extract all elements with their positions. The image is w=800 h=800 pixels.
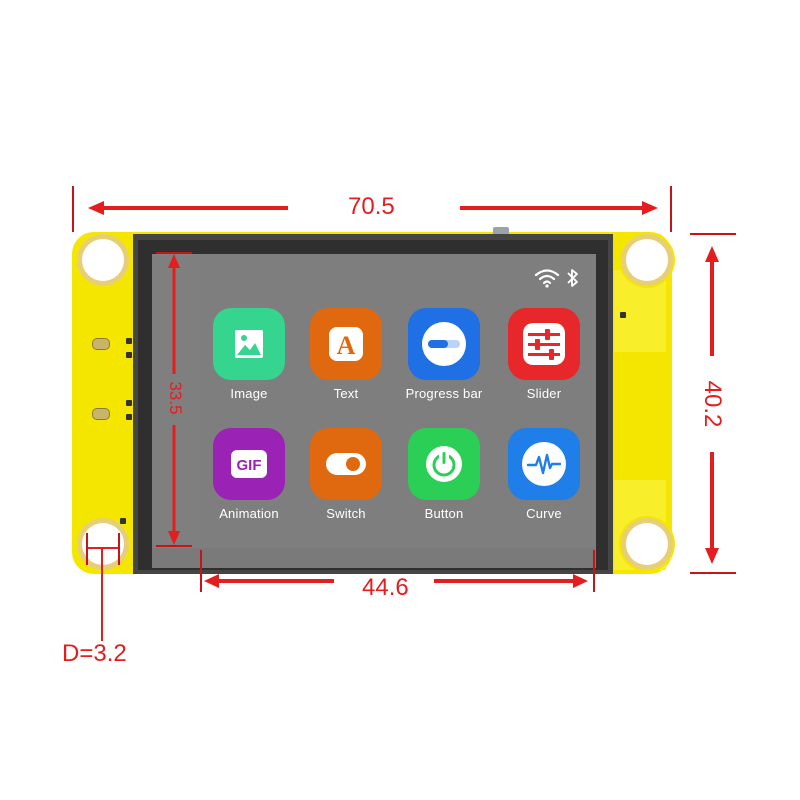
switch-icon: [310, 428, 382, 500]
screen-left-area: [152, 254, 200, 548]
app-animation[interactable]: GIF Animation: [199, 428, 299, 521]
solder-pad: [92, 338, 110, 350]
svg-text:GIF: GIF: [237, 457, 262, 474]
app-switch[interactable]: Switch: [296, 428, 396, 521]
app-label: Animation: [219, 506, 279, 521]
dimension-arrow: [204, 574, 334, 588]
pcb-stripe: [614, 270, 666, 352]
wifi-icon: [534, 269, 560, 288]
dimension-tick: [690, 233, 736, 235]
dimension-tick: [72, 186, 74, 232]
dimension-arrow: [705, 452, 719, 564]
dimension-tick: [118, 533, 120, 565]
mounting-hole: [82, 523, 124, 565]
dimension-tick: [690, 572, 736, 574]
app-label: Slider: [526, 386, 562, 401]
dimension-tick: [86, 533, 88, 565]
dimension-arrow: [168, 254, 180, 374]
screen-height-dimension-label: 33.5: [166, 381, 185, 415]
app-text[interactable]: A Text: [296, 308, 396, 401]
smd-component: [126, 400, 132, 406]
dimension-arrow: [705, 246, 719, 356]
mounting-hole: [82, 239, 124, 281]
progress-bar-icon: [408, 308, 480, 380]
app-image[interactable]: Image: [199, 308, 299, 401]
screen-width-dimension-label: 44.6: [362, 574, 409, 601]
dimension-leader-line: [101, 549, 103, 641]
bluetooth-icon: [567, 269, 578, 287]
dimension-line: [88, 547, 118, 549]
app-label: Switch: [326, 506, 366, 521]
screen-bottom-area: [152, 548, 596, 568]
dimension-tick: [200, 550, 202, 592]
smd-component: [120, 518, 126, 524]
app-button[interactable]: Button: [394, 428, 494, 521]
text-icon: A: [310, 308, 382, 380]
dimension-arrow: [168, 425, 180, 545]
connector: [493, 227, 509, 235]
curve-icon: [508, 428, 580, 500]
touch-screen: Image A Text Progress bar: [200, 254, 596, 548]
app-label: Progress bar: [405, 386, 483, 401]
slider-icon: [508, 308, 580, 380]
dimension-tick: [156, 545, 192, 547]
dimension-arrow: [88, 201, 288, 215]
app-label: Curve: [526, 506, 562, 521]
mounting-hole: [626, 239, 668, 281]
smd-component: [126, 338, 132, 344]
mounting-hole: [626, 523, 668, 565]
app-slider[interactable]: Slider: [494, 308, 594, 401]
dimension-tick: [156, 252, 192, 254]
app-label: Text: [333, 386, 359, 401]
dimension-tick: [670, 186, 672, 232]
app-label: Button: [424, 506, 464, 521]
hole-diameter-label: D=3.2: [62, 640, 127, 667]
svg-text:A: A: [337, 331, 356, 360]
app-label: Image: [230, 386, 268, 401]
smd-component: [126, 352, 132, 358]
smd-component: [126, 414, 132, 420]
smd-component: [620, 312, 626, 318]
solder-pad: [92, 408, 110, 420]
gif-icon: GIF: [213, 428, 285, 500]
width-dimension-label: 70.5: [348, 193, 395, 220]
dimension-tick: [593, 550, 595, 592]
app-progress-bar[interactable]: Progress bar: [394, 308, 494, 401]
height-dimension-label: 40.2: [699, 380, 726, 428]
power-icon: [408, 428, 480, 500]
dimension-arrow: [434, 574, 588, 588]
app-curve[interactable]: Curve: [494, 428, 594, 521]
image-icon: [213, 308, 285, 380]
dimension-arrow: [460, 201, 658, 215]
